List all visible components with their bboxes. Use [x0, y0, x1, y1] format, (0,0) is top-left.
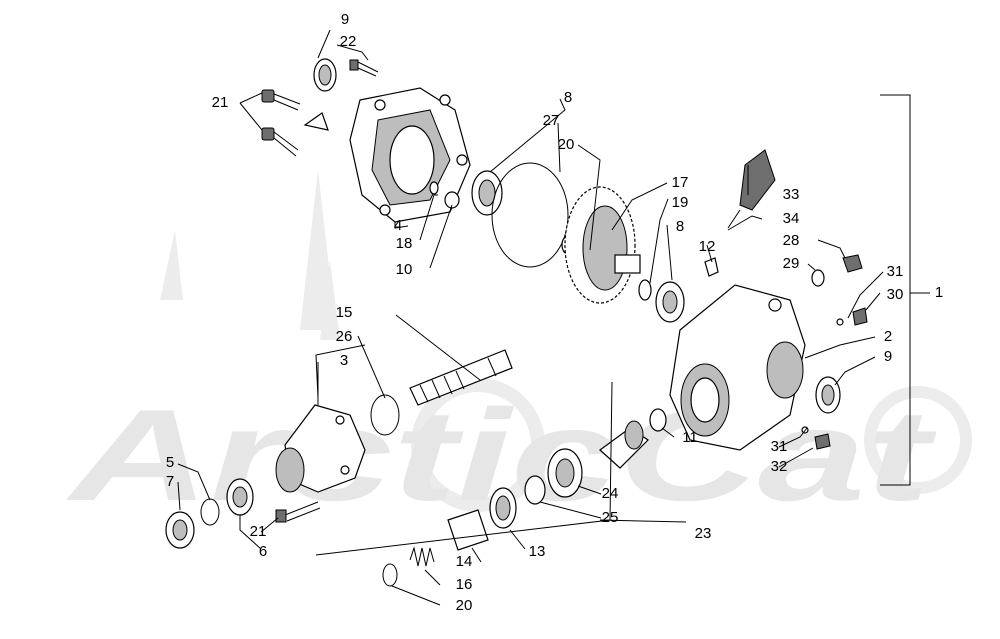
bolt-32-part [814, 433, 831, 450]
callout-22: 22 [340, 33, 357, 50]
callout-11: 11 [682, 429, 698, 446]
callout-27: 27 [543, 112, 560, 129]
callout-6: 6 [259, 543, 267, 560]
callout-24: 24 [602, 485, 619, 502]
bolts-21-part [261, 89, 301, 157]
callout-14: 14 [456, 553, 473, 570]
housing-3-part [275, 404, 366, 493]
bushing-11-part [649, 408, 667, 432]
leader-lines [177, 29, 930, 606]
seal-top-part [313, 58, 337, 92]
bracket-plate-part [303, 112, 329, 131]
bearing-8-top-part [471, 170, 503, 216]
ring-26-part [370, 394, 400, 436]
callout-4: 4 [394, 217, 402, 234]
callout-16: 16 [456, 576, 473, 593]
callout-5: 5 [166, 454, 174, 471]
plug-10-part [444, 191, 460, 209]
callout-34: 34 [783, 210, 800, 227]
ring-13-part [489, 487, 517, 529]
callout-1: 1 [935, 284, 943, 301]
callout-15: 15 [336, 304, 353, 321]
callout-13: 13 [529, 543, 546, 560]
callout-20-lower: 20 [456, 597, 473, 614]
spacer-25-part [524, 475, 546, 505]
bearing-24-part [547, 448, 583, 498]
spring-16-part [409, 546, 435, 567]
callout-32: 32 [771, 458, 788, 475]
callout-19: 19 [672, 194, 689, 211]
callout-9-right: 9 [884, 348, 892, 365]
callout-2: 2 [884, 328, 892, 345]
collar-14-part [447, 509, 489, 551]
bearing-8-lower-part [655, 281, 685, 323]
screw-22-part [349, 59, 379, 77]
callout-29: 29 [783, 255, 800, 272]
shaft-15-part [409, 349, 513, 406]
callout-33: 33 [783, 186, 800, 203]
callout-17: 17 [672, 174, 689, 191]
o-ring-27-part [491, 162, 569, 268]
callout-31-top: 31 [887, 263, 904, 280]
callout-23: 23 [695, 525, 712, 542]
washer-18-part [429, 181, 439, 195]
callout-20-top: 20 [558, 136, 575, 153]
seal-7-part [165, 511, 195, 549]
callout-12: 12 [699, 238, 716, 255]
pinion-gear-part [599, 420, 649, 469]
callout-31-lower: 31 [771, 438, 788, 455]
callout-30: 30 [887, 286, 904, 303]
bolt-21-lower-part [275, 501, 321, 523]
main-housing-part [669, 284, 806, 451]
callout-21-lower: 21 [250, 523, 267, 540]
washer-31-top-part [836, 318, 844, 326]
washer-29-part [811, 269, 825, 287]
callout-25: 25 [602, 509, 619, 526]
callout-3: 3 [340, 352, 348, 369]
snap-ring-20-part [382, 563, 398, 587]
callout-8-mid: 8 [676, 218, 684, 235]
callout-labels: 9 22 21 4 18 10 8 27 20 17 19 8 12 33 34… [166, 11, 943, 614]
ring-gear-17-part [564, 186, 641, 304]
callout-8-top: 8 [564, 89, 572, 106]
callout-9-top: 9 [341, 11, 349, 28]
watermark: ArcticCat [66, 170, 972, 528]
bolt-30-part [852, 307, 868, 326]
callout-28: 28 [783, 232, 800, 249]
callout-21-top: 21 [212, 94, 229, 111]
callout-18: 18 [396, 235, 413, 252]
plug-28-part [842, 254, 863, 273]
ring-19-part [638, 279, 652, 301]
bearing-6-part [226, 478, 254, 516]
callout-7: 7 [166, 473, 174, 490]
cover-housing-part [349, 87, 471, 223]
boot-33-part [727, 149, 776, 229]
callout-10: 10 [396, 261, 413, 278]
callout-26: 26 [336, 328, 353, 345]
seal-9-right-part [815, 376, 841, 414]
